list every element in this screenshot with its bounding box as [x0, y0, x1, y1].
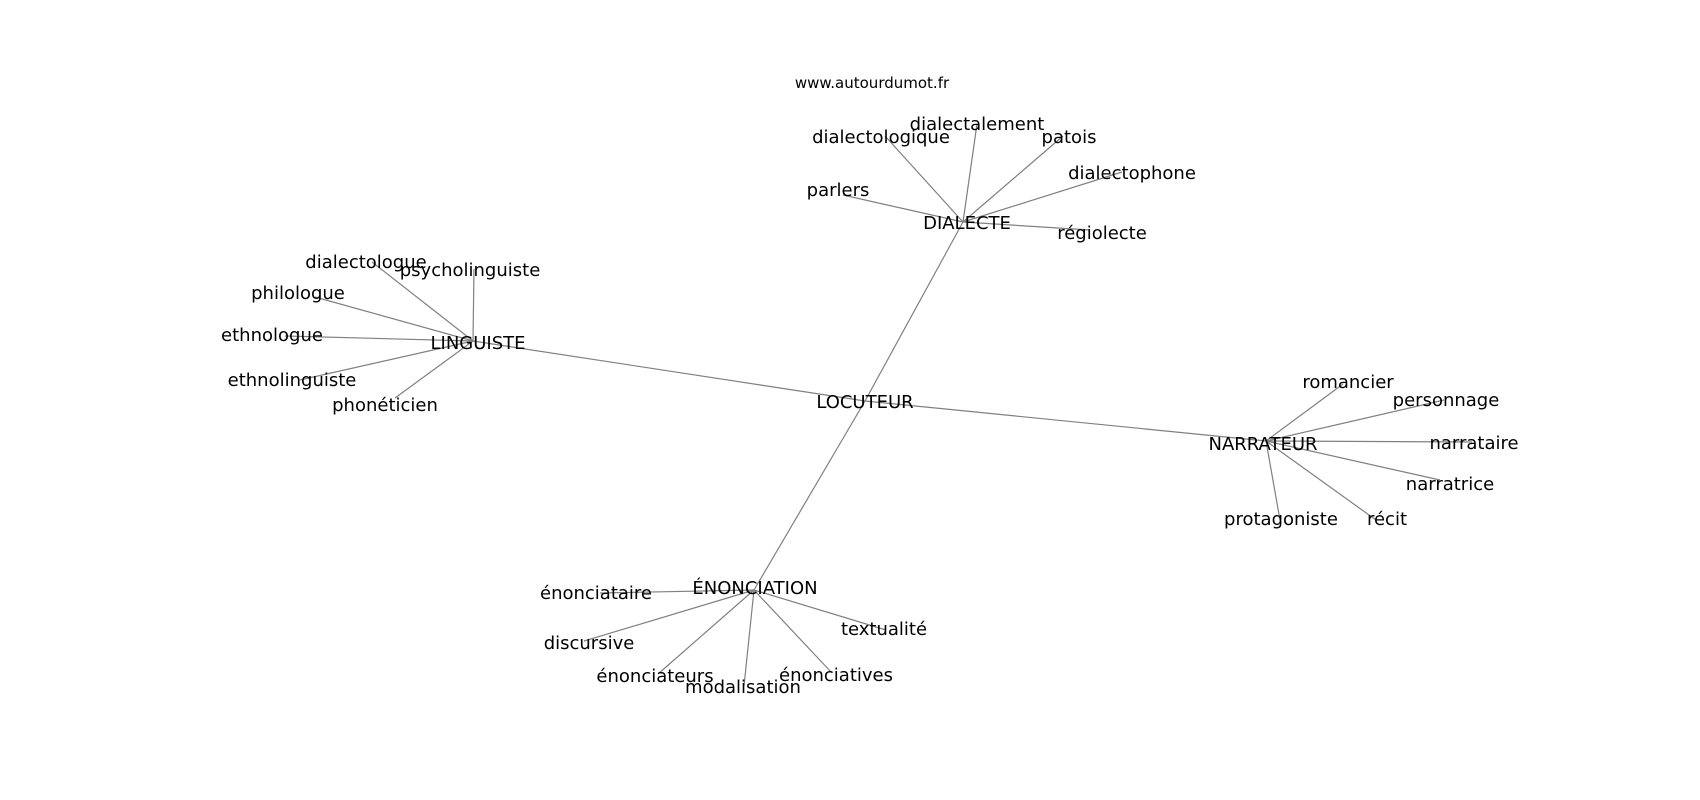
edge-hub-3-leaf-2	[583, 589, 755, 642]
edge-center-hub-2	[864, 400, 1267, 442]
edge-hub-0-leaf-3	[962, 171, 1123, 223]
edge-hub-0-leaf-0	[884, 135, 964, 223]
edge-hub-3-leaf-4	[743, 589, 755, 687]
edge-hub-2-leaf-2	[1265, 440, 1473, 443]
leaf-node-label[interactable]: romancier	[1302, 372, 1394, 393]
edge-hub-3-leaf-5	[753, 589, 833, 674]
leaf-node-label[interactable]: modalisation	[685, 677, 801, 698]
leaf-node-label[interactable]: discursive	[544, 633, 635, 654]
edge-hub-1-leaf-5	[394, 340, 474, 399]
leaf-node-label[interactable]: patois	[1042, 127, 1097, 148]
leaf-node-label[interactable]: récit	[1367, 509, 1407, 530]
leaf-node-label[interactable]: énonciataire	[540, 583, 652, 604]
edge-hub-1-leaf-0	[371, 261, 474, 342]
leaf-node-label[interactable]: énonciateurs	[596, 666, 713, 687]
hub-node-label[interactable]: DIALECTE	[923, 213, 1011, 234]
leaf-node-label[interactable]: personnage	[1393, 390, 1500, 411]
leaf-node-label[interactable]: philologue	[251, 283, 345, 304]
leaf-node-label[interactable]: phonéticien	[332, 395, 438, 416]
leaf-node-label[interactable]: dialectalement	[910, 114, 1045, 135]
edge-hub-2-leaf-0	[1265, 383, 1344, 442]
edge-hub-1-leaf-2	[314, 296, 474, 342]
leaf-node-label[interactable]: textualité	[841, 619, 927, 640]
hub-node-label[interactable]: LINGUISTE	[430, 333, 525, 354]
leaf-node-label[interactable]: énonciatives	[779, 665, 893, 686]
leaf-node-label[interactable]: régiolecte	[1057, 223, 1147, 244]
leaf-node-label[interactable]: parlers	[807, 180, 870, 201]
leaf-node-label[interactable]: dialectologique	[812, 127, 950, 148]
leaf-node-label[interactable]: ethnologue	[221, 325, 323, 346]
edge-hub-1-leaf-4	[299, 340, 474, 381]
edge-layer	[284, 123, 1473, 687]
edge-hub-0-leaf-2	[962, 135, 1064, 223]
watermark: www.autourdumot.fr	[795, 74, 950, 92]
edge-hub-2-leaf-4	[1265, 440, 1281, 521]
leaf-node-label[interactable]: dialectologue	[305, 252, 426, 273]
edge-center-hub-1	[472, 340, 866, 402]
edge-center-hub-3	[753, 400, 866, 591]
leaf-node-label[interactable]: protagoniste	[1224, 509, 1338, 530]
hub-node-label[interactable]: NARRATEUR	[1208, 434, 1317, 455]
edge-hub-2-leaf-3	[1265, 440, 1441, 481]
edge-hub-3-leaf-3	[657, 589, 755, 675]
edge-hub-0-leaf-4	[842, 194, 964, 223]
edge-hub-0-leaf-1	[962, 123, 978, 223]
label-layer: LOCUTEUR DIALECTE dialectologiquedialectal…	[221, 114, 1519, 698]
edge-hub-1-leaf-1	[472, 268, 475, 342]
edge-hub-3-leaf-0	[599, 589, 755, 594]
edge-hub-3-leaf-1	[753, 589, 887, 631]
hub-node-label[interactable]: ÉNONCIATION	[692, 577, 817, 599]
edge-center-hub-0	[864, 221, 964, 402]
edge-hub-1-leaf-3	[284, 335, 474, 342]
leaf-node-label[interactable]: narrataire	[1429, 433, 1518, 454]
center-node-label[interactable]: LOCUTEUR	[816, 392, 913, 413]
leaf-node-label[interactable]: psycholinguiste	[400, 260, 541, 281]
edge-hub-0-leaf-5	[962, 221, 1091, 231]
leaf-node-label[interactable]: ethnolinguiste	[228, 370, 357, 391]
leaf-node-label[interactable]: narratrice	[1406, 474, 1494, 495]
edge-hub-2-leaf-5	[1265, 440, 1377, 521]
leaf-node-label[interactable]: dialectophone	[1068, 163, 1196, 184]
edge-hub-2-leaf-1	[1265, 399, 1445, 442]
